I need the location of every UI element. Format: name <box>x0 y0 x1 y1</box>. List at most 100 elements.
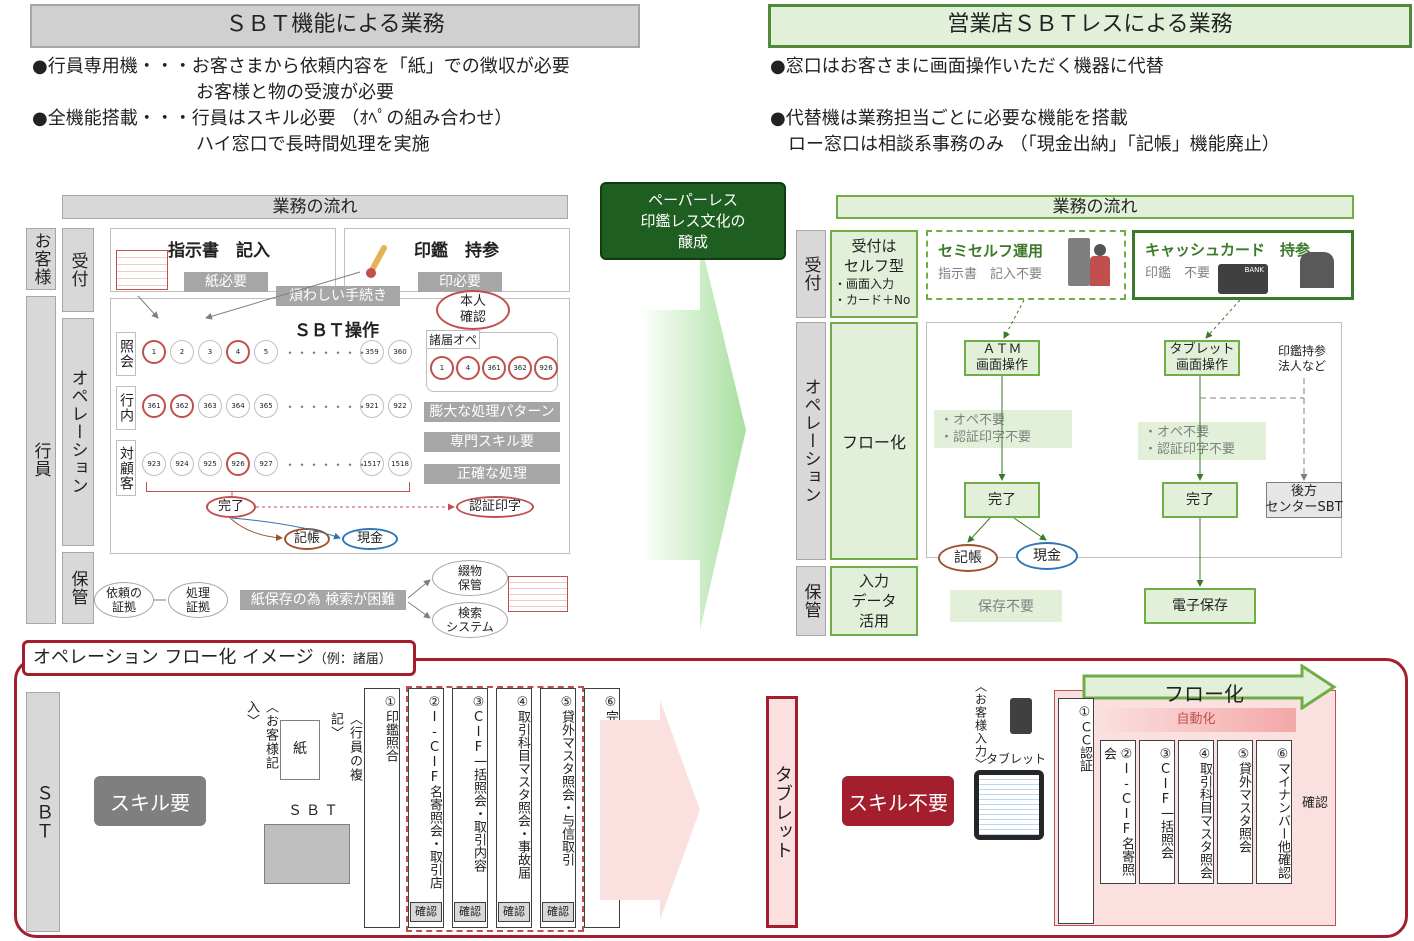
left-flow-title: 業務の流れ <box>62 195 568 219</box>
atm-box: ＡＴＭ 画面操作 <box>964 340 1040 376</box>
bank-card-icon: BANK <box>1218 264 1268 294</box>
form-icon <box>116 250 168 290</box>
op-step-column: ①印鑑照合 <box>364 688 400 928</box>
op-dots: ・・・・・・・ <box>284 346 369 360</box>
right-bullet-2: ●代替機は業務担当ごとに必要な機能を搭載 <box>770 108 1128 129</box>
honnin-kakunin: 本人 確認 <box>436 290 510 330</box>
sbt-machine-label: ＳＢＴ <box>288 803 342 819</box>
uketsuke-type: 受付は セルフ型 <box>843 237 904 275</box>
note-tablet: ・オペ不要 ・認証印字不要 <box>1138 422 1266 460</box>
right-bullet-2b: ロー窓口は相談系事務のみ （「現金出納」「記帳」機能廃止） <box>788 134 1280 155</box>
uketsuke-self-box: 受付は セルフ型 ・画面入力 ・カード＋No <box>830 230 918 318</box>
lane-hokan-right: 保管 <box>796 566 826 636</box>
person-icon <box>1094 244 1106 256</box>
left-bullet-1b: お客様と物の受渡が必要 <box>196 82 394 103</box>
kensaku-system: 検索 システム <box>432 602 508 638</box>
okyaku-kinyu: 〈お客様記入〉 <box>244 700 278 770</box>
atokata-box: 後方 センターSBT <box>1265 482 1343 518</box>
pin-pad-icon <box>1010 698 1032 734</box>
op-circle: 364 <box>226 394 250 418</box>
auto-step-column: ⑤貸外マスタ照会 <box>1217 740 1253 884</box>
customers-icon <box>1300 252 1334 288</box>
semiself-sub: 指示書 記入不要 <box>938 267 1043 282</box>
flowka-arrow <box>1082 664 1337 710</box>
op-circle: 361 <box>142 394 166 418</box>
shotodoke-circle: 926 <box>534 356 558 380</box>
op-circle: 360 <box>388 340 412 364</box>
lane-customer: お客様 <box>26 228 56 290</box>
left-bullet-2b: ハイ窓口で長時間処理を実施 <box>196 134 430 155</box>
lane-hokan-left: 保管 <box>62 552 94 624</box>
kakunin-tag: 確認 <box>498 902 530 922</box>
shori-shoko: 処理 証拠 <box>168 582 228 618</box>
form-icon-2 <box>508 576 568 612</box>
semiself-label: セミセルフ運用 <box>938 242 1044 260</box>
kakunin-tag: 確認 <box>410 902 442 922</box>
kami-hozon-tag: 紙保存の為 検索が困難 <box>240 590 406 610</box>
op-step-column: ⑤貸外マスタ照会・与信取引 <box>540 688 576 928</box>
op-circle: 4 <box>226 340 250 364</box>
cashcard-label: キャッシュカード 持参 <box>1145 241 1311 259</box>
flowka-label: フロー化 <box>1164 682 1244 706</box>
op-circle: 925 <box>198 452 222 476</box>
tablet-icon <box>974 770 1044 840</box>
tablet-lane: タブレット <box>766 696 798 928</box>
paper-icon: 紙 <box>280 720 320 780</box>
kakunin-tag: 確認 <box>454 902 486 922</box>
semiself-box: セミセルフ運用 指示書 記入不要 <box>926 230 1126 300</box>
atm-icon <box>1068 238 1090 286</box>
right-arrows <box>967 299 1308 587</box>
tsuzuri-hokan: 綴物 保管 <box>432 560 508 596</box>
row-label-shokai: 照会 <box>116 332 136 376</box>
pink-arrow <box>600 700 700 920</box>
kami-hitsuyo-tag: 紙必要 <box>184 272 268 292</box>
dashed-group <box>406 686 584 932</box>
senmon-tag: 専門スキル要 <box>424 432 560 452</box>
tablet-device-label: タブレット <box>986 752 1047 766</box>
op-circle: 5 <box>254 340 278 364</box>
op-circle: 923 <box>142 452 166 476</box>
auto-step-column: ②I-CIF名寄照会 <box>1100 740 1136 884</box>
koin-fukuki: 〈行員の複記〉 <box>328 712 362 782</box>
ninsho-left: 認証印字 <box>456 496 534 518</box>
seikaku-tag: 正確な処理 <box>424 464 560 484</box>
tablet-box: タブレット 画面操作 <box>1164 340 1240 376</box>
bracket <box>146 482 410 492</box>
op-circle: 363 <box>198 394 222 418</box>
auto-step-column: ③CIF一括照会 <box>1139 740 1175 884</box>
left-bullet-1: ●行員専用機・・・お客さまから依頼内容を「紙」での徴収が必要 <box>32 56 570 77</box>
right-flow-title: 業務の流れ <box>836 195 1354 219</box>
skill-yo: スキル要 <box>94 776 206 826</box>
jidouka-bar: 自動化 <box>1096 708 1296 732</box>
denshi-hozon: 電子保存 <box>1144 588 1256 624</box>
sbt-machine-icon <box>264 824 350 884</box>
left-arrows <box>137 271 455 619</box>
nyuryoku-lane: 入力 データ 活用 <box>830 566 918 636</box>
row-label-kounai: 行内 <box>116 386 136 430</box>
kanryo-tablet: 完了 <box>1162 482 1238 518</box>
op-circle: 922 <box>388 394 412 418</box>
bottom-frame <box>14 658 1408 938</box>
big-arrow <box>640 240 746 630</box>
skill-fuyou: スキル不要 <box>842 776 954 826</box>
shotodoke-circle: 362 <box>508 356 532 380</box>
auto-step-column: ④取引科目マスタ照会 <box>1178 740 1214 884</box>
kanryo-atm: 完了 <box>964 482 1040 518</box>
irai-shoko: 依頼の 証拠 <box>94 582 154 618</box>
auto-step-column: ①ＣＣ認証 <box>1058 698 1094 924</box>
left-bullet-2: ●全機能搭載・・・行員はスキル必要 （ｵﾍﾟの組み合わせ） <box>32 108 513 129</box>
lane-operation-left: オペレーション <box>62 318 94 546</box>
shotodoke-circle: 361 <box>482 356 506 380</box>
flowka-lane: フロー化 <box>830 322 918 560</box>
auto-step-column: ⑥マイナンバー他確認 <box>1256 740 1292 884</box>
shotodoke-label: 諸届オペ <box>426 330 481 349</box>
cashcard-box: キャッシュカード 持参 印鑑 不要 <box>1132 230 1354 300</box>
boudai-tag: 膨大な処理パターン <box>424 402 560 422</box>
shotodoke-circle: 1 <box>430 356 454 380</box>
op-circle: 927 <box>254 452 278 476</box>
op-circle: 3 <box>198 340 222 364</box>
op-circle: 926 <box>226 452 250 476</box>
kakunin-tag: 確認 <box>542 902 574 922</box>
op-step-column: ②I-CIF名寄照会・取引店 <box>408 688 444 928</box>
lane-staff: 行員 <box>26 296 56 624</box>
